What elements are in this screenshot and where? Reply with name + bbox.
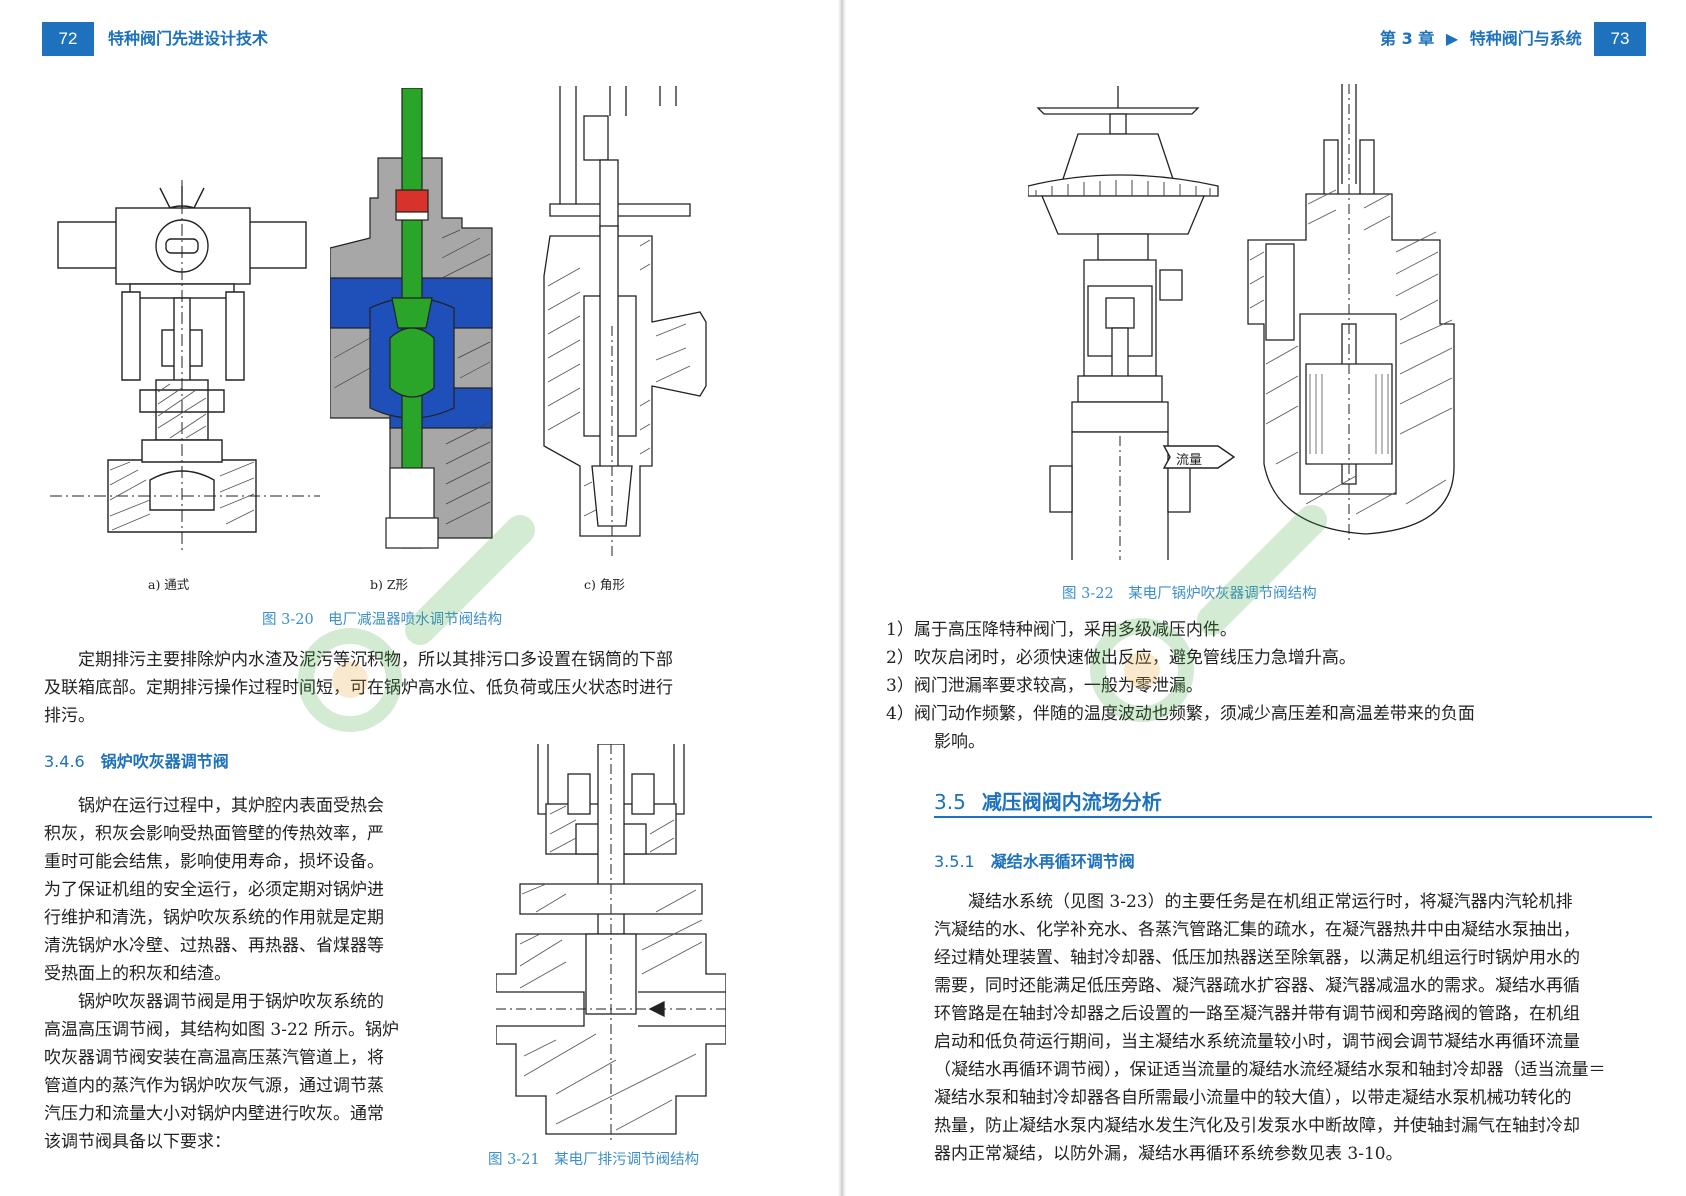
requirement-item-2: 2）吹灰启闭时，必须快速做出反应，避免管线压力急增升高。 bbox=[886, 648, 1356, 668]
section-rule bbox=[934, 816, 1652, 818]
requirement-item-4: 4）阀门动作频繁，伴随的温度波动也频繁，须减少高压差和高温差带来的负面 bbox=[886, 704, 1475, 724]
figure-3-20b-z-valve bbox=[330, 88, 493, 549]
paragraph-line: 锅炉吹灰器调节阀是用于锅炉吹灰系统的 bbox=[44, 992, 384, 1012]
left-page: 72 特种阀门先进设计技术 bbox=[0, 0, 842, 1196]
section-title: 锅炉吹灰器调节阀 bbox=[100, 752, 229, 771]
paragraph-line: 高温高压调节阀，其结构如图 3-22 所示。锅炉 bbox=[44, 1020, 399, 1040]
paragraph-line: 凝结水系统（见图 3-23）的主要任务是在机组正常运行时，将凝汽器内汽轮机排 bbox=[934, 892, 1573, 912]
paragraph-line: 管道内的蒸汽作为锅炉吹灰气源，通过调节蒸 bbox=[44, 1076, 384, 1096]
section-number: 3.4.6 bbox=[44, 752, 85, 771]
paragraph-line: 行维护和清洗，锅炉吹灰系统的作用就是定期 bbox=[44, 908, 384, 928]
paragraph-line: 该调节阀具备以下要求： bbox=[44, 1132, 231, 1152]
chapter-title: 特种阀门与系统 bbox=[1469, 29, 1582, 48]
paragraph-line: 凝结水泵和轴封冷却器各自所需最小流量中的较大值），以带走凝结水泵机械功转化的 bbox=[934, 1088, 1572, 1108]
paragraph-sootblower-valve: 锅炉吹灰器调节阀是用于锅炉吹灰系统的 高温高压调节阀，其结构如图 3-22 所示… bbox=[44, 988, 444, 1156]
paragraph-line: 排污。 bbox=[44, 706, 95, 726]
running-header-title: 特种阀门先进设计技术 bbox=[108, 29, 269, 48]
section-heading-3-4-6: 3.4.6 锅炉吹灰器调节阀 bbox=[44, 748, 229, 772]
section-number: 3.5.1 bbox=[934, 852, 975, 871]
page-number: 72 bbox=[42, 22, 94, 56]
paragraph-line: 器内正常凝结，以防外漏，凝结水再循环系统参数见表 3-10。 bbox=[934, 1144, 1403, 1164]
paragraph-periodic-blowdown: 定期排污主要排除炉内水渣及泥污等沉积物，所以其排污口多设置在锅筒的下部 及联箱底… bbox=[44, 646, 774, 730]
page-number: 73 bbox=[1594, 22, 1646, 56]
figure-3-22-actuator-view bbox=[1028, 86, 1219, 560]
figure-3-20a-straight-valve bbox=[50, 180, 320, 550]
paragraph-line: 受热面上的积灰和结渣。 bbox=[44, 964, 231, 984]
paragraph-line: 汽凝结的水、化学补充水、各蒸汽管路汇集的疏水，在凝汽器热井中由凝结水泵抽出， bbox=[934, 920, 1580, 940]
chapter-arrow-icon: ▶ bbox=[1445, 29, 1459, 48]
paragraph-line: 需要，同时还能满足低压旁路、凝汽器疏水扩容器、凝汽器减温水的需求。凝结水再循 bbox=[934, 976, 1580, 996]
running-header-chapter: 第 3 章 ▶ 特种阀门与系统 bbox=[1380, 22, 1582, 56]
flow-label: 流量 bbox=[1176, 453, 1203, 468]
figure-3-21-caption: 图 3-21 某电厂排污调节阀结构 bbox=[488, 1152, 700, 1168]
right-page: 第 3 章 ▶ 特种阀门与系统 73 bbox=[842, 0, 1686, 1196]
requirement-item-3: 3）阀门泄漏率要求较高，一般为零泄漏。 bbox=[886, 676, 1203, 696]
section-heading-3-5: 3.5 减压阀阀内流场分析 bbox=[934, 786, 1162, 815]
paragraph-line: 重时可能会结焦，影响使用寿命，损坏设备。 bbox=[44, 852, 384, 872]
section-title: 减压阀阀内流场分析 bbox=[981, 790, 1162, 814]
paragraph-line: 环管路是在轴封冷却器之后设置的一路至凝汽器并带有调节阀和旁路阀的管路，在机组 bbox=[934, 1004, 1580, 1024]
flow-arrow-icon bbox=[1162, 445, 1236, 469]
figure-3-20c-angle-valve bbox=[543, 86, 707, 556]
paragraph-line: 热量，防止凝结水泵内凝结水发生汽化及引发泵水中断故障，并使轴封漏气在轴封冷却 bbox=[934, 1116, 1580, 1136]
paragraph-line: 吹灰器调节阀安装在高温高压蒸汽管道上，将 bbox=[44, 1048, 384, 1068]
figure-3-20-caption: 图 3-20 电厂减温器喷水调节阀结构 bbox=[262, 612, 503, 628]
paragraph-ash-deposits: 锅炉在运行过程中，其炉腔内表面受热会 积灰，积灰会影响受热面管壁的传热效率，严 … bbox=[44, 792, 444, 988]
section-number: 3.5 bbox=[934, 790, 966, 814]
paragraph-line: 汽压力和流量大小对锅炉内壁进行吹灰。通常 bbox=[44, 1104, 384, 1124]
requirement-item-4-continued: 影响。 bbox=[934, 732, 985, 752]
chapter-number: 第 3 章 bbox=[1380, 29, 1435, 48]
paragraph-line: 定期排污主要排除炉内水渣及泥污等沉积物，所以其排污口多设置在锅筒的下部 bbox=[44, 650, 673, 670]
figure-3-21-blowdown-valve bbox=[496, 744, 726, 1144]
figure-3-20c-label: c) 角形 bbox=[584, 577, 625, 592]
figure-3-20b-label: b) Z形 bbox=[370, 577, 409, 592]
paragraph-condensate-system: 凝结水系统（见图 3-23）的主要任务是在机组正常运行时，将凝汽器内汽轮机排 汽… bbox=[934, 888, 1652, 1168]
paragraph-line: 启动和低负荷运行期间，当主凝结水系统流量较小时，调节阀会调节凝结水再循环流量 bbox=[934, 1032, 1580, 1052]
figure-3-22-section-view bbox=[1247, 84, 1455, 544]
paragraph-line: 清洗锅炉水冷壁、过热器、再热器、省煤器等 bbox=[44, 936, 384, 956]
paragraph-line: 及联箱底部。定期排污操作过程时间短，可在锅炉高水位、低负荷或压火状态时进行 bbox=[44, 678, 673, 698]
paragraph-line: （凝结水再循环调节阀），保证适当流量的凝结水流经凝结水泵和轴封冷却器（适当流量＝ bbox=[934, 1060, 1606, 1080]
section-heading-3-5-1: 3.5.1 凝结水再循环调节阀 bbox=[934, 848, 1135, 872]
paragraph-line: 经过精处理装置、轴封冷却器、低压加热器送至除氧器，以满足机组运行时锅炉用水的 bbox=[934, 948, 1580, 968]
requirement-item-1: 1）属于高压降特种阀门，采用多级减压内件。 bbox=[886, 620, 1237, 640]
figure-3-22-caption: 图 3-22 某电厂锅炉吹灰器调节阀结构 bbox=[1062, 586, 1317, 602]
book-gutter bbox=[838, 0, 846, 1196]
figure-3-20a-label: a) 通式 bbox=[148, 577, 190, 592]
paragraph-line: 积灰，积灰会影响受热面管壁的传热效率，严 bbox=[44, 824, 384, 844]
paragraph-line: 为了保证机组的安全运行，必须定期对锅炉进 bbox=[44, 880, 384, 900]
paragraph-line: 锅炉在运行过程中，其炉腔内表面受热会 bbox=[44, 796, 384, 816]
section-title: 凝结水再循环调节阀 bbox=[990, 852, 1135, 871]
